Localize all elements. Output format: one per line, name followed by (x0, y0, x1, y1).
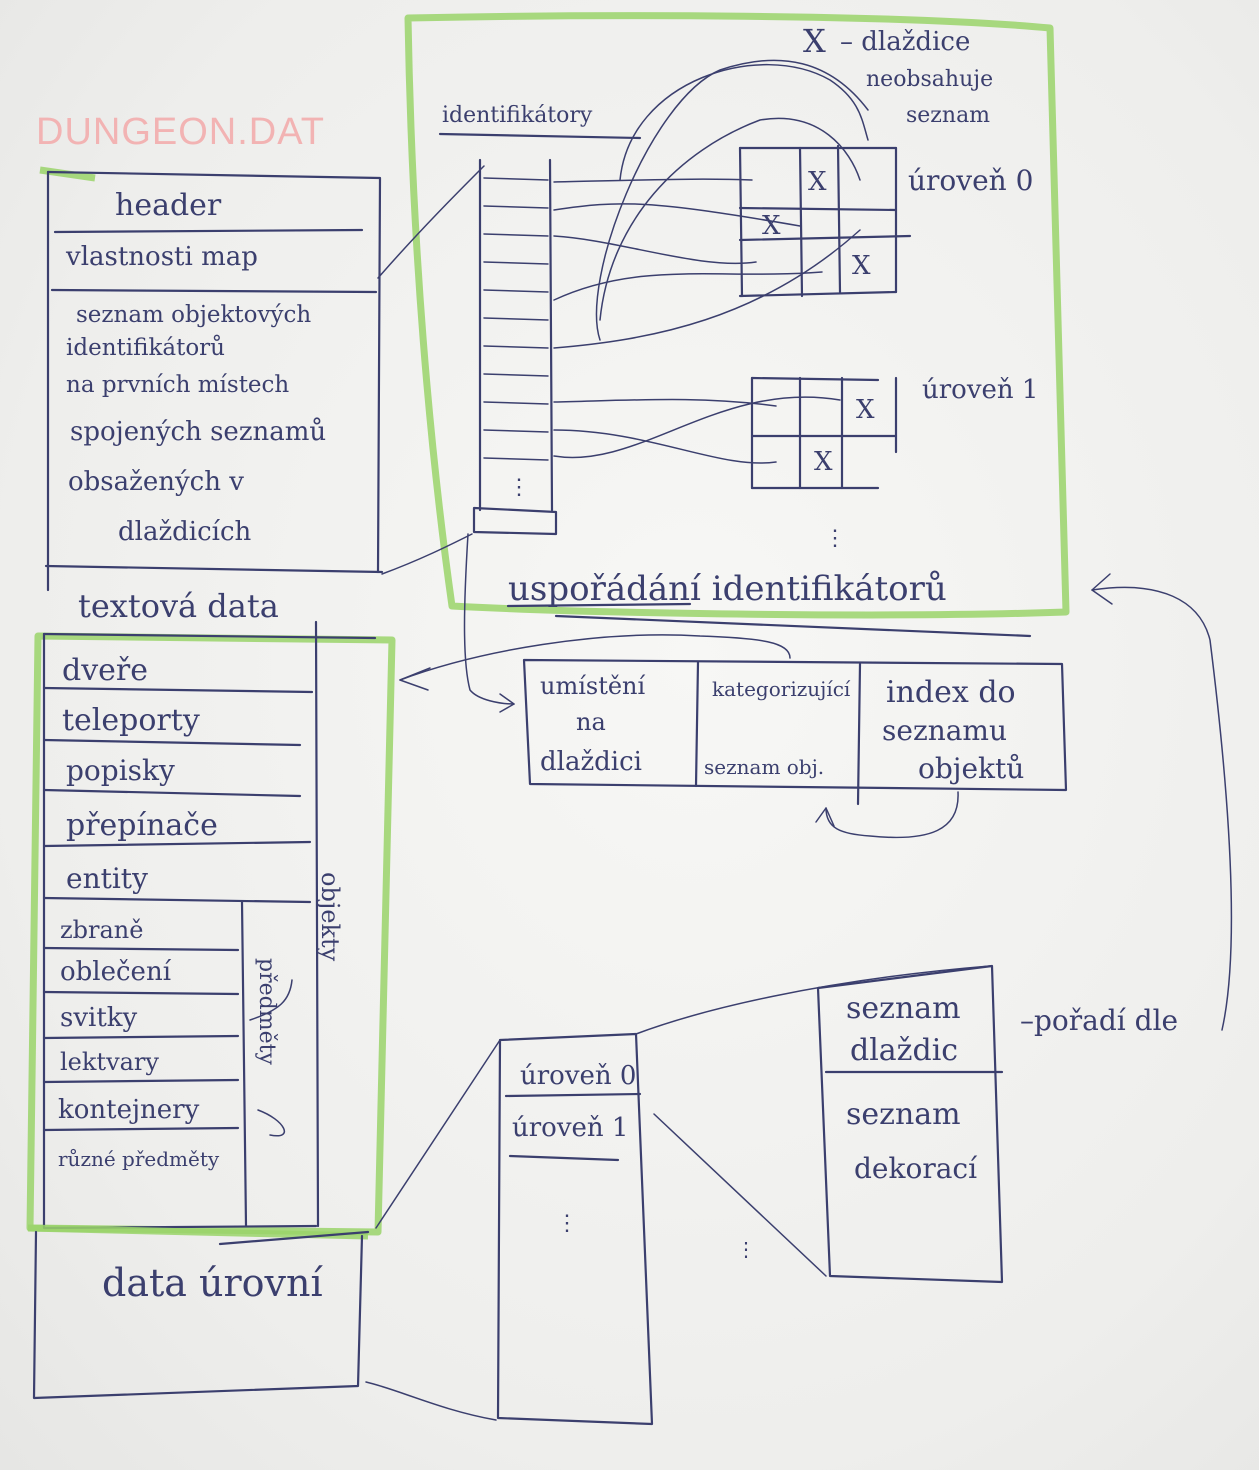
tile-x-marker: X (814, 447, 833, 477)
sub-group-label: předměty (254, 958, 279, 1065)
level-list-item-0: úroveň 0 (520, 1061, 636, 1091)
tile-x-marker: X (808, 167, 827, 197)
field2-line-2: seznam obj. (704, 755, 824, 779)
tile-x-marker: X (762, 211, 781, 241)
field3-line-2: seznamu (882, 714, 1007, 747)
level1-grid: X X (750, 376, 898, 490)
decor-line-1: seznam (846, 1097, 961, 1132)
decor-line-2: dekorací (854, 1152, 978, 1185)
sub-item-0: zbraně (60, 916, 143, 944)
level-detail: seznam dlaždic seznam dekorací –pořadí d… (816, 964, 1178, 1284)
ordering-label: uspořádání identifikátorů (508, 569, 947, 609)
map-props-label: vlastnosti map (65, 242, 258, 272)
lists-note-line-4: spojených seznamů (70, 417, 326, 447)
order-note: –pořadí dle (1020, 1004, 1178, 1037)
connector-lines (365, 165, 1233, 1421)
legend-line-1: – dlaždice (840, 27, 970, 57)
sub-item-4: kontejnery (58, 1095, 200, 1125)
group-label: objekty (316, 872, 344, 962)
field3-line-1: index do (886, 675, 1016, 710)
level-data-label: data úrovní (102, 1261, 323, 1305)
level-list-ellipsis: ⋮ (556, 1211, 578, 1236)
legend-x-marker: X (803, 22, 826, 60)
level-list-ellipsis: ⋮ (736, 1237, 756, 1261)
object-item-1: teleporty (62, 703, 200, 738)
legend-line-2: neobsahuje (866, 67, 993, 92)
lists-note-line-3: na prvních místech (66, 372, 289, 398)
field1-line-1: umístění (540, 672, 646, 700)
field1-line-3: dlaždici (540, 747, 642, 777)
sub-item-5: různé předměty (58, 1147, 220, 1171)
level0-label: úroveň 0 (908, 164, 1033, 197)
sub-item-3: lektvary (60, 1048, 159, 1076)
lists-note-line-6: dlaždicích (118, 517, 252, 547)
object-item-3: přepínače (66, 808, 218, 843)
objects-box: dveře teleporty popisky přepínače entity… (26, 620, 396, 1236)
object-item-2: popisky (66, 754, 175, 787)
header-label: header (115, 188, 222, 223)
tile-x-marker: X (856, 395, 875, 425)
identifier-fields: umístění na dlaždici kategorizující sezn… (522, 658, 1068, 839)
identifiers-header: identifikátory (442, 103, 593, 128)
file-title: DUNGEON.DAT (36, 111, 325, 153)
level1-label: úroveň 1 (922, 375, 1038, 405)
level-list-item-1: úroveň 1 (512, 1113, 628, 1143)
field1-line-2: na (576, 708, 606, 736)
lists-note-line-2: identifikátorů (66, 334, 225, 361)
text-data-label: textová data (78, 587, 279, 625)
identifiers-ellipsis: ⋮ (508, 475, 530, 500)
tiles-line-2: dlaždic (850, 1033, 958, 1068)
field3-line-3: objektů (918, 752, 1024, 785)
level-data-box: data úrovní (27, 1224, 370, 1400)
levels-list: úroveň 0 úroveň 1 ⋮ ⋮ (496, 1032, 756, 1426)
object-item-4: entity (66, 862, 148, 895)
file-layout-column: header vlastnosti map seznam objektových… (39, 166, 384, 625)
sub-item-2: svitky (60, 1003, 138, 1033)
field2-line-1: kategorizující (712, 677, 851, 701)
lists-note-line-5: obsažených v (68, 467, 244, 497)
object-item-0: dveře (62, 653, 148, 688)
grid-ellipsis: ⋮ (824, 526, 846, 551)
tiles-line-1: seznam (846, 991, 961, 1026)
identifiers-region: identifikátory ⋮ X – dlaždice (404, 12, 1070, 638)
lists-note-line-1: seznam objektových (76, 302, 311, 328)
tile-x-marker: X (852, 251, 871, 281)
file-header-frame (46, 170, 382, 574)
sub-item-1: oblečení (60, 957, 172, 987)
legend-line-3: seznam (906, 103, 990, 128)
level0-grid: X X X (738, 144, 912, 298)
